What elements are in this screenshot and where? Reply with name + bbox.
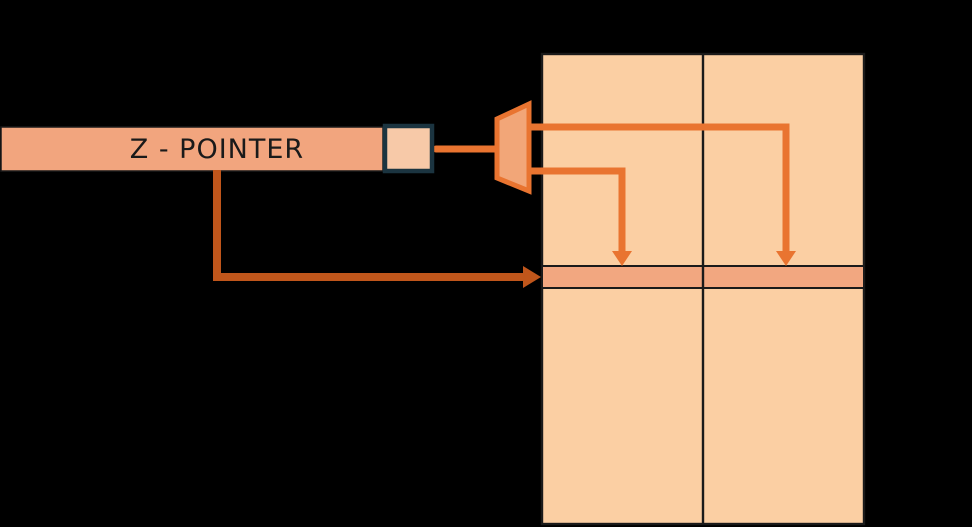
right-arrowhead-icon [523, 266, 541, 288]
z-pointer-register [0, 126, 384, 172]
z-pointer-label: Z - POINTER [130, 134, 304, 165]
down-arrowhead-high-icon [776, 251, 796, 266]
mux-output-low-connector [525, 167, 626, 256]
lsb-select-cell [382, 123, 435, 174]
mux-output-high-connector [525, 123, 790, 256]
down-arrowhead-low-icon [612, 251, 632, 266]
mux-trapezoid [494, 100, 532, 195]
z-pointer-address-connector [213, 170, 523, 281]
